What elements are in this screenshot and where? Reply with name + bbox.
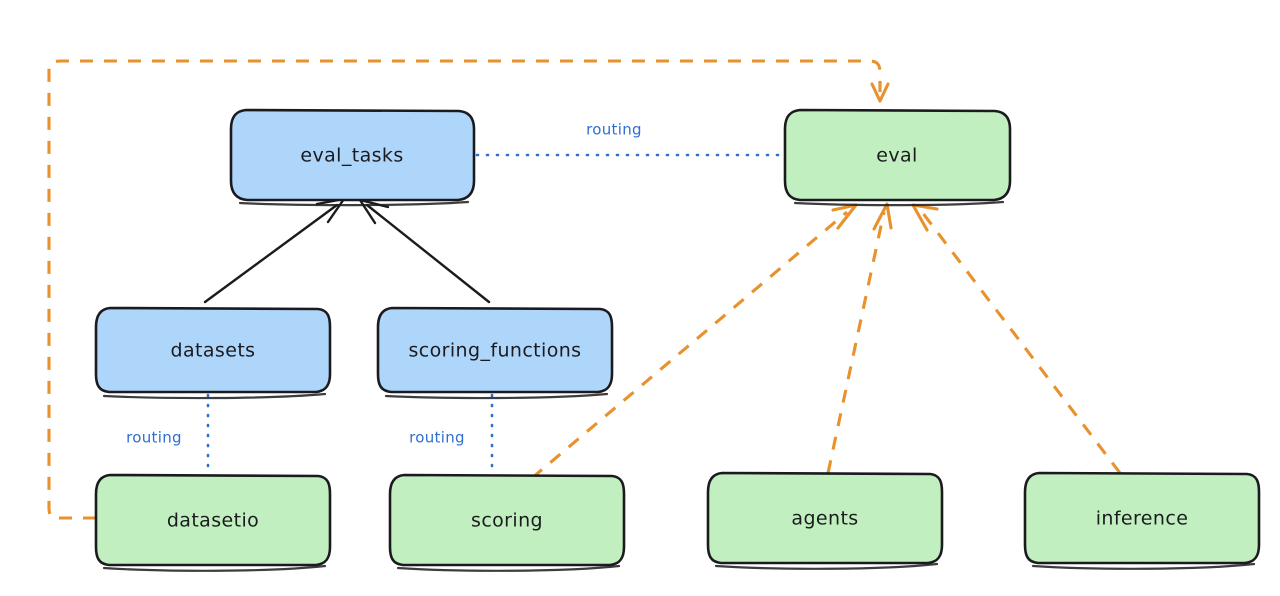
node-scoring-functions[interactable]: scoring_functions [376,306,614,400]
node-eval-label: eval [876,145,917,167]
edge-label-routing-scoring-functions: routing [409,429,465,447]
node-datasetio-label: datasetio [167,510,259,532]
node-datasets-label: datasets [171,340,256,362]
node-inference-label: inference [1096,508,1189,530]
node-inference[interactable]: inference [1023,471,1261,570]
node-scoring-functions-label: scoring_functions [409,340,582,362]
node-datasets[interactable]: datasets [94,306,332,400]
node-eval-tasks[interactable]: eval_tasks [229,108,476,207]
node-eval-tasks-label: eval_tasks [300,145,403,167]
node-datasetio[interactable]: datasetio [94,473,332,572]
edge-scoring-functions-to-eval-tasks [358,198,491,304]
edge-label-routing-datasets: routing [126,429,182,447]
edge-inference-to-eval [911,203,1122,474]
edge-agents-to-eval [826,202,893,474]
node-scoring-label: scoring [471,510,543,532]
edge-datasetio-to-eval [47,59,890,520]
edge-datasets-to-eval-tasks [203,197,346,304]
node-agents-label: agents [791,508,858,530]
node-scoring[interactable]: scoring [388,473,626,572]
node-agents[interactable]: agents [706,471,944,570]
node-eval[interactable]: eval [783,108,1012,207]
edge-label-routing-eval-tasks: routing [586,121,642,139]
